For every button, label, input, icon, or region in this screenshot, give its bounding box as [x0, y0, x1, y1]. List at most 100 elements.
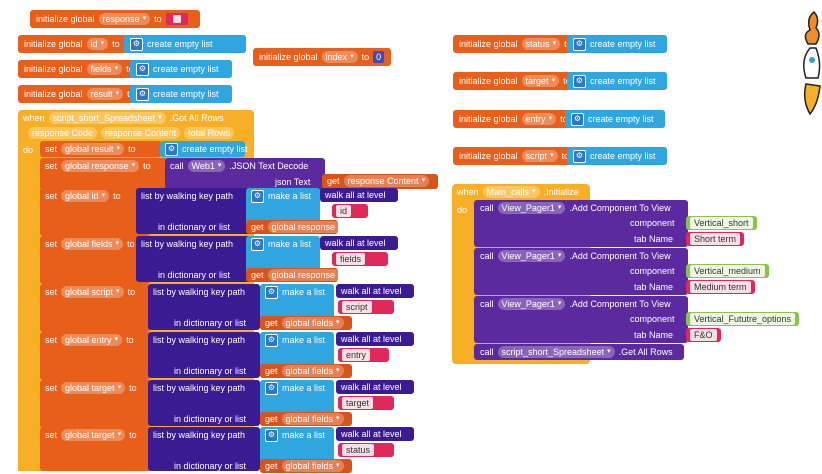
global-name-dropdown[interactable]: script: [521, 150, 558, 162]
global-name-dropdown[interactable]: result: [86, 88, 124, 100]
walk-all-at-level-block[interactable]: walk all at level: [320, 188, 398, 202]
event-component-dropdown[interactable]: script_short_Spreadsheet: [48, 112, 166, 124]
text-key-block[interactable]: id: [332, 204, 368, 218]
variable-dropdown[interactable]: global id: [61, 190, 110, 202]
global-name-dropdown[interactable]: target: [521, 75, 560, 87]
list-by-walking-key-path-block[interactable]: list by walking key path in dictionary o…: [136, 236, 258, 282]
tab-name-text-block[interactable]: Medium term: [686, 280, 755, 294]
set-walk-variable-block[interactable]: set global target to: [40, 427, 150, 471]
walk-all-at-level-block[interactable]: walk all at level: [320, 236, 398, 250]
text-key-block[interactable]: fields: [332, 252, 388, 266]
walk-all-at-level-block[interactable]: walk all at level: [336, 284, 414, 298]
create-empty-list-block[interactable]: ⚙create empty list: [567, 35, 667, 53]
init-global-status-block[interactable]: initialize global status to ⚙create empt…: [453, 35, 667, 53]
get-dictionary-block[interactable]: get global fields: [260, 412, 352, 426]
json-text-decode-block[interactable]: call Web1 .JSON Text Decode json Text: [165, 158, 325, 190]
gear-icon[interactable]: ⚙: [165, 142, 178, 156]
variable-dropdown[interactable]: global result: [61, 143, 125, 155]
create-empty-list-block[interactable]: ⚙create empty list: [130, 85, 232, 103]
component-argument-block[interactable]: Vertical_short: [686, 216, 757, 230]
create-empty-list-block[interactable]: ⚙create empty list: [124, 35, 246, 53]
number-block[interactable]: 0: [373, 51, 385, 63]
tab-name-text[interactable]: F&O: [690, 329, 717, 341]
variable-dropdown[interactable]: global target: [61, 429, 126, 441]
set-walk-variable-block[interactable]: set global fields to: [40, 236, 150, 284]
global-name-dropdown[interactable]: entry: [521, 113, 557, 125]
gear-icon[interactable]: ⚙: [130, 37, 143, 51]
text-key-block[interactable]: script: [338, 300, 394, 314]
variable-dropdown[interactable]: global entry: [61, 334, 123, 346]
component-dropdown[interactable]: View_Pager1: [497, 202, 566, 214]
key-text[interactable]: id: [336, 205, 352, 217]
set-walk-variable-block[interactable]: set global entry to: [40, 332, 150, 380]
gear-icon[interactable]: ⚙: [573, 37, 586, 51]
component-value[interactable]: Vertical_short: [690, 217, 753, 229]
create-empty-list-block[interactable]: ⚙create empty list: [567, 72, 667, 90]
event-component-dropdown[interactable]: Main_calls: [482, 186, 540, 198]
set-global-result-block[interactable]: set global result to: [40, 141, 162, 157]
set-walk-variable-block[interactable]: set global target to: [40, 380, 150, 428]
get-response-content-block[interactable]: get response Content: [322, 174, 438, 189]
gear-icon[interactable]: ⚙: [571, 112, 584, 126]
init-global-response-block[interactable]: initialize global response to: [30, 10, 200, 28]
gear-icon[interactable]: ⚙: [265, 428, 278, 442]
variable-dropdown[interactable]: global fields: [281, 413, 344, 425]
variable-dropdown[interactable]: global fields: [281, 317, 344, 329]
tab-name-text-block[interactable]: F&O: [686, 328, 721, 342]
global-name-dropdown[interactable]: id: [86, 38, 109, 50]
init-global-entry-block[interactable]: initialize global entry to ⚙create empty…: [453, 110, 665, 128]
global-name-dropdown[interactable]: status: [521, 38, 561, 50]
set-walk-variable-block[interactable]: set global script to: [40, 284, 150, 332]
component-dropdown[interactable]: View_Pager1: [497, 298, 566, 310]
key-text[interactable]: status: [342, 444, 375, 456]
list-by-walking-key-path-block[interactable]: list by walking key path in dictionary o…: [148, 380, 260, 426]
key-text[interactable]: fields: [336, 253, 366, 265]
gear-icon[interactable]: ⚙: [251, 189, 264, 203]
text-key-block[interactable]: status: [338, 443, 394, 457]
walk-all-at-level-block[interactable]: walk all at level: [336, 427, 414, 441]
set-walk-variable-block[interactable]: set global id to: [40, 188, 150, 236]
walk-all-at-level-block[interactable]: walk all at level: [336, 380, 414, 394]
init-global-script-block[interactable]: initialize global script to ⚙create empt…: [453, 147, 667, 165]
variable-dropdown[interactable]: global fields: [281, 365, 344, 377]
component-value[interactable]: Vertical_medium: [690, 265, 765, 277]
component-dropdown[interactable]: View_Pager1: [497, 250, 566, 262]
call-add-component-to-view-block[interactable]: call View_Pager1 .Add Component To View …: [474, 248, 688, 295]
call-add-component-to-view-block[interactable]: call View_Pager1 .Add Component To View …: [474, 296, 688, 343]
walk-all-at-level-block[interactable]: walk all at level: [336, 332, 414, 346]
tab-name-text[interactable]: Short term: [690, 233, 741, 245]
variable-dropdown[interactable]: response Content: [343, 175, 430, 187]
variable-dropdown[interactable]: global response: [61, 160, 140, 172]
variable-dropdown[interactable]: global fields: [281, 460, 344, 472]
list-by-walking-key-path-block[interactable]: list by walking key path in dictionary o…: [148, 427, 260, 471]
component-value[interactable]: Vertical_Fututre_options: [690, 313, 796, 325]
gear-icon[interactable]: ⚙: [136, 62, 149, 76]
gear-icon[interactable]: ⚙: [251, 237, 264, 251]
create-empty-list-block[interactable]: ⚙create empty list: [160, 141, 248, 157]
variable-dropdown[interactable]: global script: [61, 286, 124, 298]
tab-name-text-block[interactable]: Short term: [686, 232, 745, 246]
list-by-walking-key-path-block[interactable]: list by walking key path in dictionary o…: [148, 332, 260, 378]
gear-icon[interactable]: ⚙: [265, 333, 278, 347]
component-argument-block[interactable]: Vertical_Fututre_options: [686, 312, 800, 326]
text-key-block[interactable]: entry: [338, 348, 389, 362]
get-dictionary-block[interactable]: get global response: [246, 220, 346, 234]
tab-name-text[interactable]: Medium term: [690, 281, 751, 293]
gear-icon[interactable]: ⚙: [573, 149, 586, 163]
init-global-id-block[interactable]: initialize global id to ⚙create empty li…: [18, 35, 246, 53]
param-response-content[interactable]: response Content: [101, 127, 181, 139]
variable-dropdown[interactable]: global fields: [61, 238, 124, 250]
get-dictionary-block[interactable]: get global response: [246, 268, 346, 282]
create-empty-list-block[interactable]: ⚙create empty list: [130, 60, 232, 78]
list-by-walking-key-path-block[interactable]: list by walking key path in dictionary o…: [136, 188, 258, 234]
init-global-fields-block[interactable]: initialize global fields to ⚙create empt…: [18, 60, 232, 78]
gear-icon[interactable]: ⚙: [573, 74, 586, 88]
call-add-component-to-view-block[interactable]: call View_Pager1 .Add Component To View …: [474, 200, 688, 247]
init-global-target-block[interactable]: initialize global target to ⚙create empt…: [453, 72, 667, 90]
global-name-dropdown[interactable]: fields: [86, 63, 123, 75]
get-dictionary-block[interactable]: get global fields: [260, 316, 352, 330]
get-dictionary-block[interactable]: get global fields: [260, 459, 352, 473]
text-key-block[interactable]: target: [338, 396, 394, 410]
init-global-index-block[interactable]: initialize global index to 0: [253, 48, 391, 66]
variable-dropdown[interactable]: global response: [267, 269, 346, 281]
